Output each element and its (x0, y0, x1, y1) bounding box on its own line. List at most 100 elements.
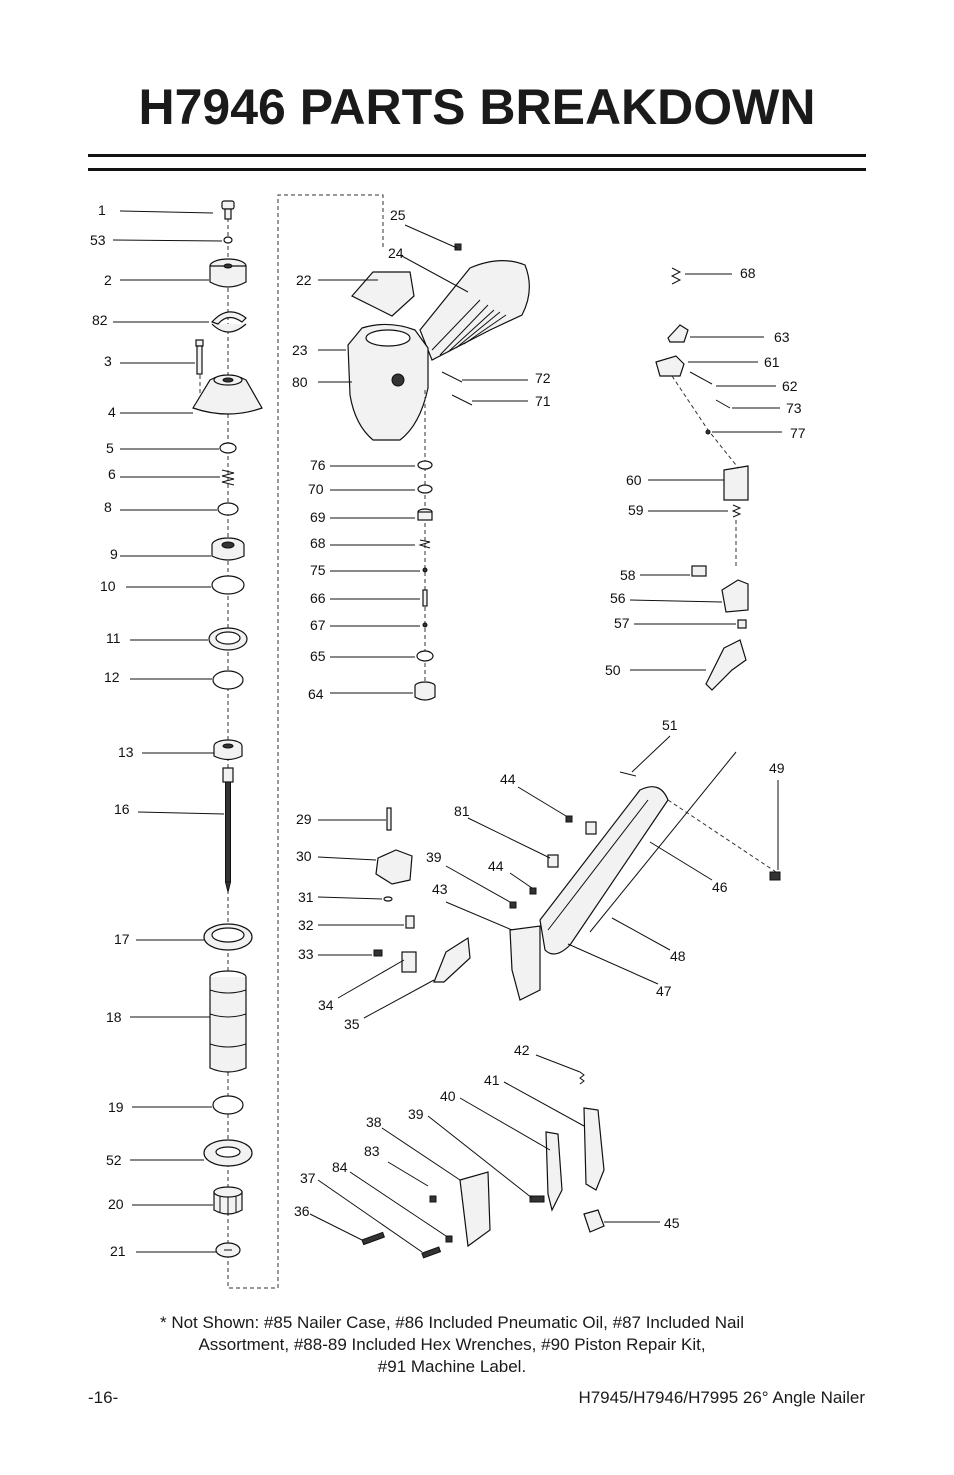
label-84: 84 (332, 1159, 348, 1175)
part-50-contact-arm (705, 639, 747, 691)
part-39-screw-a (509, 901, 517, 909)
label-19: 19 (108, 1099, 124, 1115)
label-60: 60 (626, 472, 642, 488)
part-80 (391, 373, 405, 387)
label-48: 48 (670, 948, 686, 964)
part-48-rod (589, 751, 737, 933)
part-42-spring (579, 1071, 585, 1085)
footer-model-title: H7945/H7946/H7995 26° Angle Nailer (578, 1388, 865, 1407)
latch-assembly (317, 807, 471, 1019)
label-2: 2 (104, 272, 112, 288)
part-10-oring (211, 575, 245, 595)
part-52-washer (203, 1139, 253, 1167)
part-65 (416, 650, 434, 662)
part-36-screw (361, 1231, 386, 1246)
label-47: 47 (656, 983, 672, 999)
part-44-screw-a (565, 815, 573, 823)
label-37: 37 (300, 1170, 316, 1186)
part-82-clip (210, 311, 247, 333)
part-68-spring-b (670, 267, 682, 285)
label-8: 8 (104, 499, 112, 515)
not-shown-note: * Not Shown: #85 Nailer Case, #86 Includ… (0, 1312, 904, 1378)
label-39b: 39 (408, 1106, 424, 1122)
part-47-magazine (539, 786, 669, 955)
part-76 (417, 460, 433, 470)
label-11: 11 (106, 630, 121, 646)
label-34: 34 (318, 997, 334, 1013)
label-6: 6 (108, 466, 116, 482)
part-53-washer (223, 236, 233, 244)
nose-assembly (309, 1054, 660, 1259)
label-20: 20 (108, 1196, 124, 1212)
part-30-latch (375, 849, 413, 885)
part-59-spring (731, 504, 742, 518)
part-64-valve-body (414, 681, 436, 701)
label-68a: 68 (310, 535, 326, 551)
part-13-piston (213, 739, 243, 761)
part-73 (715, 399, 731, 409)
part-61-block (655, 355, 685, 377)
label-43: 43 (432, 881, 448, 897)
part-3-bolt (195, 339, 204, 375)
part-5 (219, 442, 237, 454)
label-10: 10 (100, 578, 116, 594)
part-19-oring (212, 1095, 244, 1115)
part-35-plate (433, 936, 471, 983)
label-58: 58 (620, 567, 636, 583)
label-67: 67 (310, 617, 326, 633)
label-70: 70 (308, 481, 324, 497)
part-45-cap (583, 1209, 605, 1233)
part-49-bolt (769, 871, 781, 881)
part-62-pin (689, 371, 713, 385)
label-42: 42 (514, 1042, 530, 1058)
part-33-screw (373, 949, 383, 957)
label-9: 9 (110, 546, 118, 562)
page-title: H7946 PARTS BREAKDOWN (138, 79, 816, 135)
label-36: 36 (294, 1203, 310, 1219)
part-32 (405, 915, 415, 929)
label-56: 56 (610, 590, 626, 606)
part-21-cap (215, 1242, 241, 1258)
label-31: 31 (298, 889, 314, 905)
label-65: 65 (310, 648, 326, 664)
left-assembly (112, 194, 384, 1289)
label-49: 49 (769, 760, 785, 776)
part-81 (547, 854, 559, 868)
label-41: 41 (484, 1072, 500, 1088)
part-23-body (347, 323, 429, 441)
part-40 (545, 1131, 563, 1212)
label-21: 21 (110, 1243, 126, 1259)
part-67 (422, 622, 428, 628)
label-44b: 44 (488, 858, 504, 874)
label-25: 25 (390, 207, 406, 223)
part-29-pin (386, 807, 392, 831)
part-72-pin (441, 371, 463, 383)
label-32: 32 (298, 917, 314, 933)
part-39-screw-b (529, 1195, 545, 1203)
part-71-pin (451, 394, 473, 406)
label-81: 81 (454, 803, 470, 819)
label-5: 5 (106, 440, 114, 456)
magazine-assembly (445, 735, 781, 1001)
part-84 (445, 1235, 453, 1243)
label-38: 38 (366, 1114, 382, 1130)
part-37-screw (421, 1246, 442, 1259)
label-73: 73 (786, 400, 802, 416)
label-69: 69 (310, 509, 326, 525)
label-40: 40 (440, 1088, 456, 1104)
part-12-oring (212, 670, 244, 690)
part-6-spring (221, 469, 235, 486)
label-80: 80 (292, 374, 308, 390)
part-17-bumper (203, 923, 253, 951)
part-75 (422, 567, 428, 573)
part-16-driver (222, 767, 234, 893)
part-63-trigger (667, 324, 689, 343)
part-2-cap (209, 258, 247, 288)
label-1: 1 (98, 202, 106, 218)
label-46: 46 (712, 879, 728, 895)
label-57: 57 (614, 615, 630, 631)
part-70 (417, 484, 433, 494)
label-62: 62 (782, 378, 798, 394)
label-4: 4 (108, 404, 116, 420)
